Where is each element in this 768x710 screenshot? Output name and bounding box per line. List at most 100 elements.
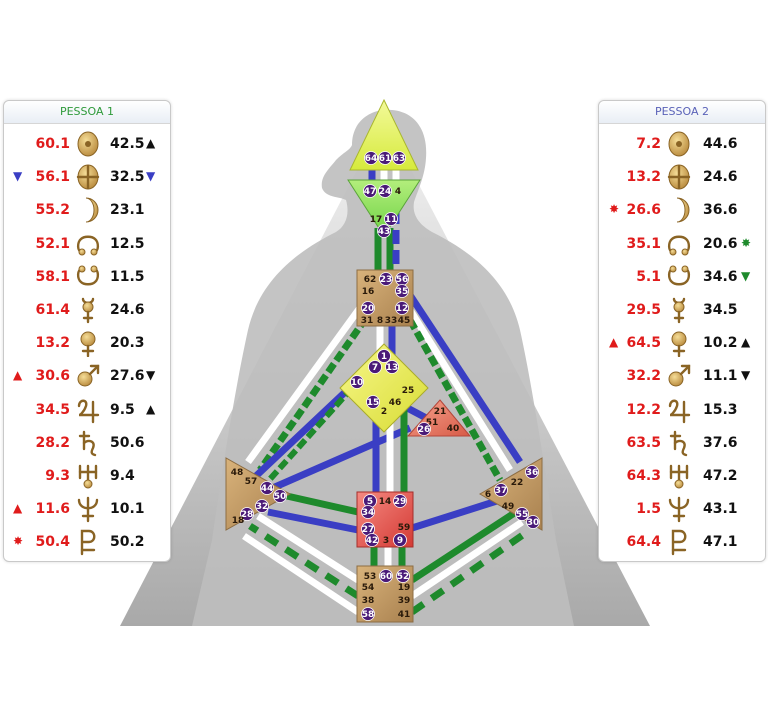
person1-uranus-personality-value: 9.3 [45,467,70,484]
gate-56-label: 56 [396,275,409,285]
gate-1-marker [377,349,391,363]
gate-22-label: 22 [511,478,524,488]
person2-sun-personality-value: 7.2 [636,136,661,152]
gate-17: 17 [370,215,383,225]
gate-50-label: 50 [274,492,287,502]
gate-36-marker [525,465,539,479]
gate-50-marker [273,489,287,503]
person1-venus-design-value: 20.3 [110,335,145,352]
person2-earth-personality-value: 13.2 [626,169,661,186]
pluto-icon [671,530,687,556]
gate-43-label: 43 [378,227,391,237]
person1-pluto-design-value: 50.2 [110,534,145,551]
person1-mercury-personality-value: 61.4 [35,301,70,318]
gate-35: 35 [395,284,409,298]
gate-32: 32 [255,499,269,513]
gate-30-marker [526,515,540,529]
person1-north-node-design-value: 12.5 [110,235,145,252]
gate-25: 25 [402,386,415,396]
gate-15-label: 15 [367,398,380,408]
person1-jupiter-personality-value: 34.5 [35,401,70,418]
person1-sun-personality-value: 60.1 [35,136,70,152]
gate-12-label: 12 [396,304,409,314]
person2-jupiter-design-value: 15.3 [703,401,738,418]
person2-north-node-personality-value: 35.1 [626,235,661,252]
gate-10-marker [350,375,364,389]
person2-title: PESSOA 2 [599,101,765,124]
gate-37: 37 [494,483,508,497]
gate-46-label: 46 [389,398,402,408]
sun-icon [668,131,690,157]
gate-9: 9 [393,533,407,547]
gate-59-label: 59 [398,523,411,533]
gate-37-label: 37 [495,486,508,496]
person2-moon-personality-value: 26.6 [626,202,661,219]
person2-pluto-personality-value: 64.4 [626,534,661,551]
gate-52: 52 [396,569,410,583]
gate-24-label: 24 [379,187,392,197]
gate-36-label: 36 [526,468,539,478]
mercury-icon [81,297,95,324]
gate-24-marker [378,184,392,198]
gate-6-label: 6 [485,490,491,500]
gate-45: 45 [398,316,411,326]
gate-61: 61 [378,151,392,165]
gate-2: 2 [381,407,387,417]
person1-moon-design-value: 23.1 [110,202,145,219]
person2-venus-design-marker: ▲ [741,335,751,350]
person2-row-north-node: 35.1 20.6✸ [599,228,765,261]
person2-venus-design-value: 10.2 [703,335,738,352]
person2-mars-design-value: 11.1 [703,368,738,385]
gate-62: 62 [364,275,377,285]
gate-31: 31 [361,316,374,326]
gate-37-marker [494,483,508,497]
gate-53: 53 [364,572,377,582]
person2-north-node-design-marker: ✸ [741,235,752,250]
gate-39-label: 39 [398,596,411,606]
gate-57-label: 57 [245,477,258,487]
gate-59: 59 [398,523,411,533]
gate-9-marker [393,533,407,547]
person1-mercury-design-value: 24.6 [110,301,145,318]
person2-mercury-personality-value: 29.5 [626,301,661,318]
person2-venus-personality-marker: ▲ [609,335,619,350]
person1-neptune-personality-marker: ▲ [13,501,23,516]
gate-14: 14 [379,497,392,507]
gate-43: 43 [377,224,391,238]
person1-mars-design-value: 27.6 [110,368,145,385]
person2-north-node-design-value: 20.6 [703,235,738,252]
gate-41: 41 [398,610,411,620]
person1-neptune-personality-value: 11.6 [35,501,70,518]
gate-64-label: 64 [365,154,378,164]
gate-46: 46 [389,398,402,408]
gate-16: 16 [362,287,375,297]
gate-11-label: 11 [385,215,398,225]
gate-36: 36 [525,465,539,479]
gate-34-marker [361,505,375,519]
saturn-icon [669,430,688,456]
gate-42-label: 42 [366,536,379,546]
sun-icon [77,131,99,157]
gate-57: 57 [245,477,258,487]
gate-38-label: 38 [362,596,375,606]
jupiter-icon [77,399,100,423]
gate-34-label: 34 [362,508,375,518]
gate-27: 27 [361,522,375,536]
person2-south-node-personality-value: 5.1 [636,268,661,285]
gate-35-label: 35 [396,287,409,297]
person1-earth-personality-value: 56.1 [35,169,70,186]
person1-venus-personality-value: 13.2 [35,335,70,352]
gate-9-label: 9 [397,536,403,546]
gate-52-label: 52 [397,572,410,582]
gate-1: 1 [377,349,391,363]
person2-venus-personality-value: 64.5 [626,335,661,352]
person1-south-node-design-value: 11.5 [110,268,145,285]
north-node-icon [667,235,691,256]
gate-8-label: 8 [377,316,383,326]
gate-19-label: 19 [398,583,411,593]
